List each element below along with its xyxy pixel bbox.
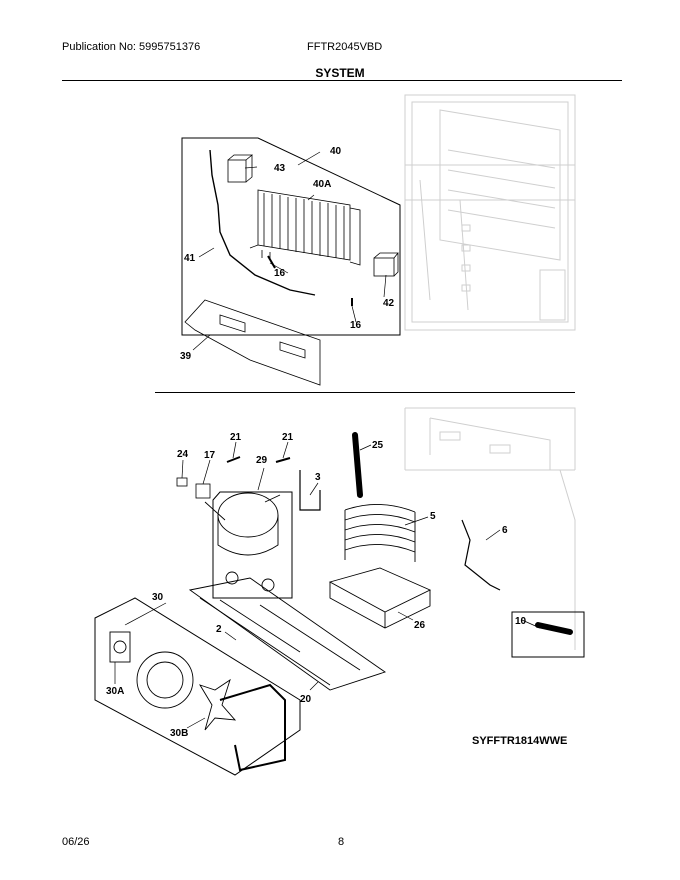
callout-labels: 40 43 40A 41 16 42 16 39 24 17 21 29 21 … (106, 146, 527, 739)
callout-21-right: 21 (282, 432, 294, 443)
callout-40a: 40A (313, 179, 331, 190)
drain-pan-26 (328, 567, 432, 629)
callout-40: 40 (330, 146, 342, 157)
callout-17: 17 (204, 450, 216, 461)
callout-43: 43 (274, 163, 286, 174)
part-10-inset (511, 611, 585, 658)
harness-6 (461, 519, 501, 591)
callout-30a: 30A (106, 686, 124, 697)
leader-lines (114, 151, 541, 729)
tube-21a (226, 456, 241, 463)
callout-20: 20 (300, 694, 312, 705)
part-42 (373, 252, 399, 277)
cabinet-outline-top (404, 94, 576, 331)
callout-25: 25 (372, 440, 384, 451)
clip-16a (267, 255, 276, 269)
callout-21-left: 21 (230, 432, 242, 443)
section-title: SYSTEM (315, 66, 365, 80)
cabinet-outline-bottom (404, 407, 576, 650)
base-plate-20 (188, 577, 386, 691)
condenser-coil-5 (344, 504, 416, 562)
callout-16-upper: 16 (274, 268, 286, 279)
callout-16-lower: 16 (350, 320, 362, 331)
callout-42: 42 (383, 298, 395, 309)
fan-assembly-box (94, 597, 301, 776)
cover-39 (184, 299, 321, 386)
fan-shroud (136, 651, 194, 709)
callout-24: 24 (177, 449, 189, 460)
part-10 (535, 622, 573, 635)
callout-2: 2 (216, 624, 222, 635)
relay-43 (227, 154, 254, 183)
callout-3: 3 (315, 472, 321, 483)
callout-6: 6 (502, 525, 508, 536)
tube-21b (275, 457, 291, 463)
page-number: 8 (338, 836, 345, 848)
compressor-box (212, 491, 293, 599)
callout-39: 39 (180, 351, 192, 362)
callout-41: 41 (184, 253, 196, 264)
model-number: FFTR2045VBD (307, 41, 383, 53)
compressor-29 (204, 492, 281, 592)
footer-date: 06/26 (62, 836, 90, 848)
callout-10: 10 (515, 616, 527, 627)
tube-3 (299, 470, 321, 511)
drier-25 (352, 432, 363, 498)
title-rule (62, 80, 622, 81)
condenser-40a (249, 189, 361, 266)
harness-41 (209, 149, 316, 296)
assembly-40-box (181, 137, 401, 336)
callout-30: 30 (152, 592, 164, 603)
fan-bracket (219, 683, 286, 772)
publication-number: Publication No: 5995751376 (62, 41, 201, 53)
callout-5: 5 (430, 511, 436, 522)
overload-17 (195, 483, 211, 499)
diagram-code: SYFFTR1814WWE (472, 735, 568, 747)
callout-30b: 30B (170, 728, 188, 739)
fan-blade-30b (198, 678, 237, 731)
fan-motor-30a (109, 631, 131, 663)
part-24 (176, 477, 188, 487)
section-divider (155, 392, 575, 393)
callout-26: 26 (414, 620, 426, 631)
callout-29: 29 (256, 455, 268, 466)
